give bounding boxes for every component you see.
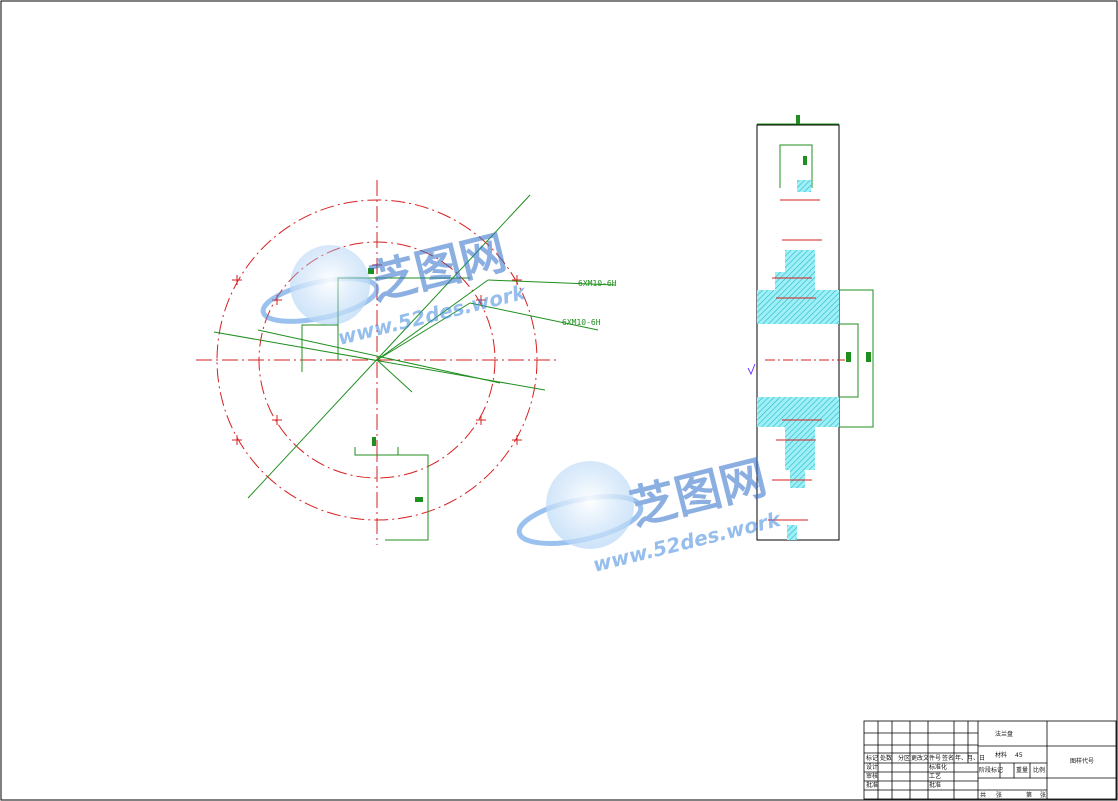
row-label-3: 更改文件号 — [911, 754, 941, 762]
stage-label: 阶段标记 — [979, 766, 1003, 774]
approve-label-2: 批准 — [929, 781, 941, 789]
neck-section-top — [797, 180, 811, 192]
hub-section-lower — [785, 427, 815, 470]
title-block — [863, 720, 1117, 800]
section-red-lines — [765, 199, 845, 521]
sheet-unit-label: 张 — [996, 791, 1002, 799]
section-view — [747, 115, 874, 541]
flange-section-upper — [757, 290, 839, 324]
sheet-no-label: 第 — [1026, 791, 1032, 799]
neck-section-bottom — [787, 525, 797, 540]
shaft-outline — [756, 124, 840, 541]
row-label-2: 分区 — [898, 754, 910, 762]
part-name: 法兰盘 — [995, 730, 1013, 738]
step-section-2 — [790, 470, 805, 488]
row-label-0: 标记 — [866, 754, 878, 762]
check-label: 审核 — [866, 772, 878, 780]
design-label: 设计 — [866, 763, 878, 771]
material-label: 材料 — [995, 751, 1007, 759]
section-dim-markers — [796, 115, 871, 362]
drawing-no-label: 图样代号 — [1070, 757, 1094, 765]
standard-label: 标准化 — [929, 763, 947, 771]
watermark-top: 芝图网 www.52des.work — [260, 225, 529, 350]
weight-label: 重量 — [1016, 766, 1028, 774]
dim-markers — [368, 268, 423, 502]
row-label-1: 处数 — [880, 754, 892, 762]
approve-label: 批准 — [866, 781, 878, 789]
roughness-symbol — [747, 363, 756, 376]
hub-section-upper — [785, 250, 815, 290]
step-section-1 — [775, 272, 790, 290]
row-label-4: 签名 — [942, 754, 954, 762]
thread-callout-1: 6XM10-6H — [578, 279, 617, 288]
process-label: 工艺 — [929, 772, 941, 780]
watermark-bottom: 芝图网 www.52des.work — [516, 450, 784, 577]
sheet-unit2-label: 张 — [1040, 791, 1046, 799]
material-value: 45 — [1015, 752, 1023, 759]
thread-callout-2: 6XM10-6H — [562, 318, 601, 327]
row-label-5: 年、月、日 — [955, 754, 985, 762]
flange-section-lower — [757, 397, 839, 427]
scale-label: 比例 — [1033, 766, 1045, 774]
sheet-total-label: 共 — [980, 791, 986, 799]
title-block-text: 法兰盘 材料 45 标记 处数 分区 更改文件号 签名 年、月、日 设计 标准化… — [866, 730, 1094, 799]
front-dimensions — [213, 194, 616, 541]
